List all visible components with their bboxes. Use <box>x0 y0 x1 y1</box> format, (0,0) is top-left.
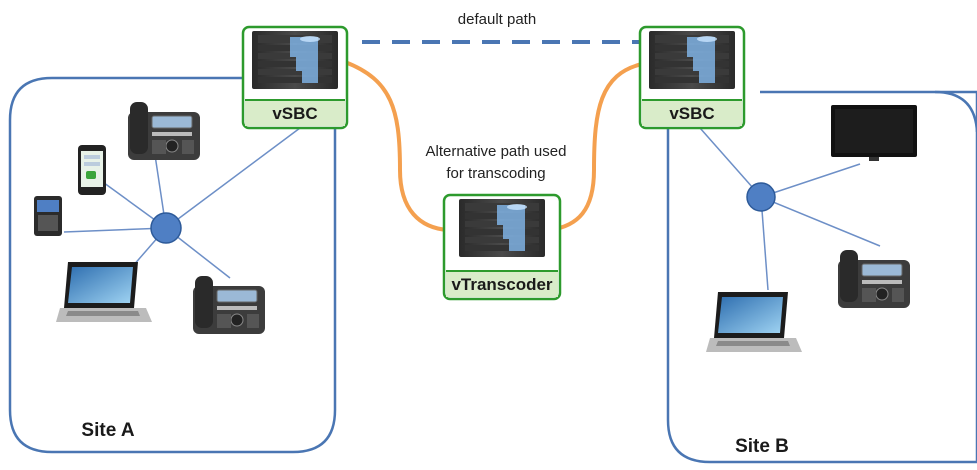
site-b-hub <box>746 182 776 212</box>
pda-phone-icon <box>34 196 62 236</box>
vsbc-left-label: vSBC <box>272 104 317 123</box>
smartphone-icon <box>78 145 106 195</box>
vsbc-right-label: vSBC <box>669 104 714 123</box>
default-path-label: default path <box>458 11 536 28</box>
desk-phone-icon <box>192 275 266 335</box>
tv-monitor-icon <box>831 105 917 161</box>
vtranscoder-node[interactable]: vTranscoder <box>442 193 562 301</box>
laptop-icon <box>706 292 802 352</box>
desk-phone-icon <box>837 249 911 309</box>
alt-path-label-line2: for transcoding <box>446 165 545 182</box>
vsbc-right-node[interactable]: vSBC <box>638 25 746 130</box>
alt-path-label-line1: Alternative path used <box>426 143 567 160</box>
alt-path-right <box>549 62 643 232</box>
site-a-hub <box>150 212 182 244</box>
vsbc-left-node[interactable]: vSBC <box>241 25 349 130</box>
site-b-boundary <box>666 90 977 464</box>
site-a-label: Site A <box>81 420 134 441</box>
desk-phone-icon <box>127 101 201 161</box>
alt-path-left <box>344 60 449 232</box>
site-a-boundary <box>8 76 337 454</box>
vtranscoder-label: vTranscoder <box>451 275 552 294</box>
laptop-icon <box>56 262 152 322</box>
site-b-boundary-corner <box>934 90 977 133</box>
site-b-label: Site B <box>735 436 789 457</box>
site-b-links <box>699 127 881 291</box>
